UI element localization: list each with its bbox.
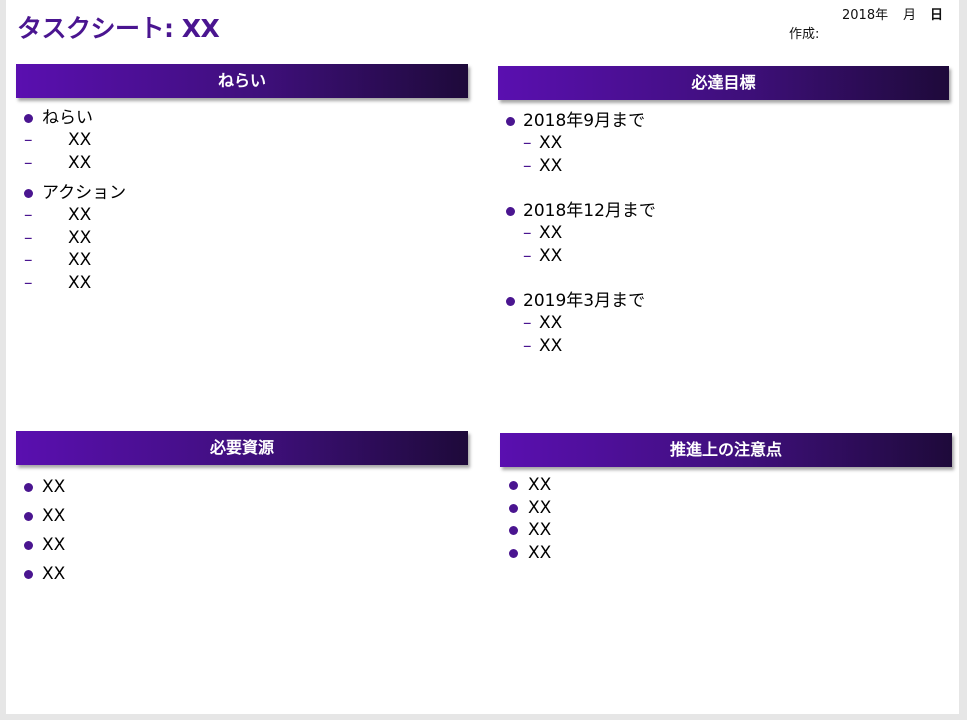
- action-subitem: XX: [24, 249, 468, 272]
- notes-list: XX XX XX XX: [509, 474, 952, 564]
- goal-header: 必達目標: [498, 66, 949, 100]
- goal-group-label: 2018年9月まで: [506, 110, 949, 132]
- slide: [6, 0, 959, 714]
- aim-section: ねらい ねらい XX XX アクション XX XX XX XX: [16, 64, 468, 294]
- aim-list: ねらい XX XX アクション XX XX XX XX: [24, 107, 468, 294]
- goal-subitem: XX: [506, 132, 949, 155]
- goal-subitem: XX: [506, 222, 949, 245]
- goal-group-label: 2019年3月まで: [506, 290, 949, 312]
- notes-section: 推進上の注意点 XX XX XX XX: [500, 433, 952, 564]
- resource-item: XX: [24, 560, 468, 589]
- aim-subitem: XX: [24, 129, 468, 152]
- note-item: XX: [509, 519, 952, 542]
- date-month: 月: [903, 8, 917, 23]
- resources-body: XX XX XX XX: [16, 465, 468, 589]
- action-subitem: XX: [24, 204, 468, 227]
- aim-group-label: ねらい: [24, 107, 468, 129]
- note-item: XX: [509, 542, 952, 565]
- resource-item: XX: [24, 531, 468, 560]
- aim-subitem: XX: [24, 152, 468, 175]
- action-subitem: XX: [24, 272, 468, 295]
- date-day: 日: [930, 8, 944, 23]
- resource-item: XX: [24, 502, 468, 531]
- goal-subitem: XX: [506, 245, 949, 268]
- note-item: XX: [509, 474, 952, 497]
- goal-group-label: 2018年12月まで: [506, 200, 949, 222]
- resources-section: 必要資源 XX XX XX XX: [16, 431, 468, 589]
- resource-item: XX: [24, 473, 468, 502]
- resources-list: XX XX XX XX: [24, 473, 468, 589]
- created-label: 作成:: [789, 27, 820, 42]
- goal-subitem: XX: [506, 312, 949, 335]
- note-item: XX: [509, 497, 952, 520]
- notes-header: 推進上の注意点: [500, 433, 952, 467]
- spacer: [24, 174, 468, 182]
- goal-subitem: XX: [506, 335, 949, 358]
- goal-subitem: XX: [506, 155, 949, 178]
- page-title: タスクシート: XX: [17, 14, 220, 43]
- aim-body: ねらい XX XX アクション XX XX XX XX: [16, 98, 468, 294]
- date-year: 2018年: [842, 8, 889, 23]
- action-subitem: XX: [24, 227, 468, 250]
- spacer: [506, 267, 949, 290]
- goal-body: 2018年9月まで XX XX 2018年12月まで XX XX 2019年3月…: [498, 100, 949, 357]
- spacer: [506, 177, 949, 200]
- goal-section: 必達目標 2018年9月まで XX XX 2018年12月まで XX XX 20…: [498, 66, 949, 357]
- action-group-label: アクション: [24, 182, 468, 204]
- resources-header: 必要資源: [16, 431, 468, 465]
- goal-list: 2018年9月まで XX XX 2018年12月まで XX XX 2019年3月…: [506, 110, 949, 357]
- aim-header: ねらい: [16, 64, 468, 98]
- notes-body: XX XX XX XX: [500, 467, 952, 564]
